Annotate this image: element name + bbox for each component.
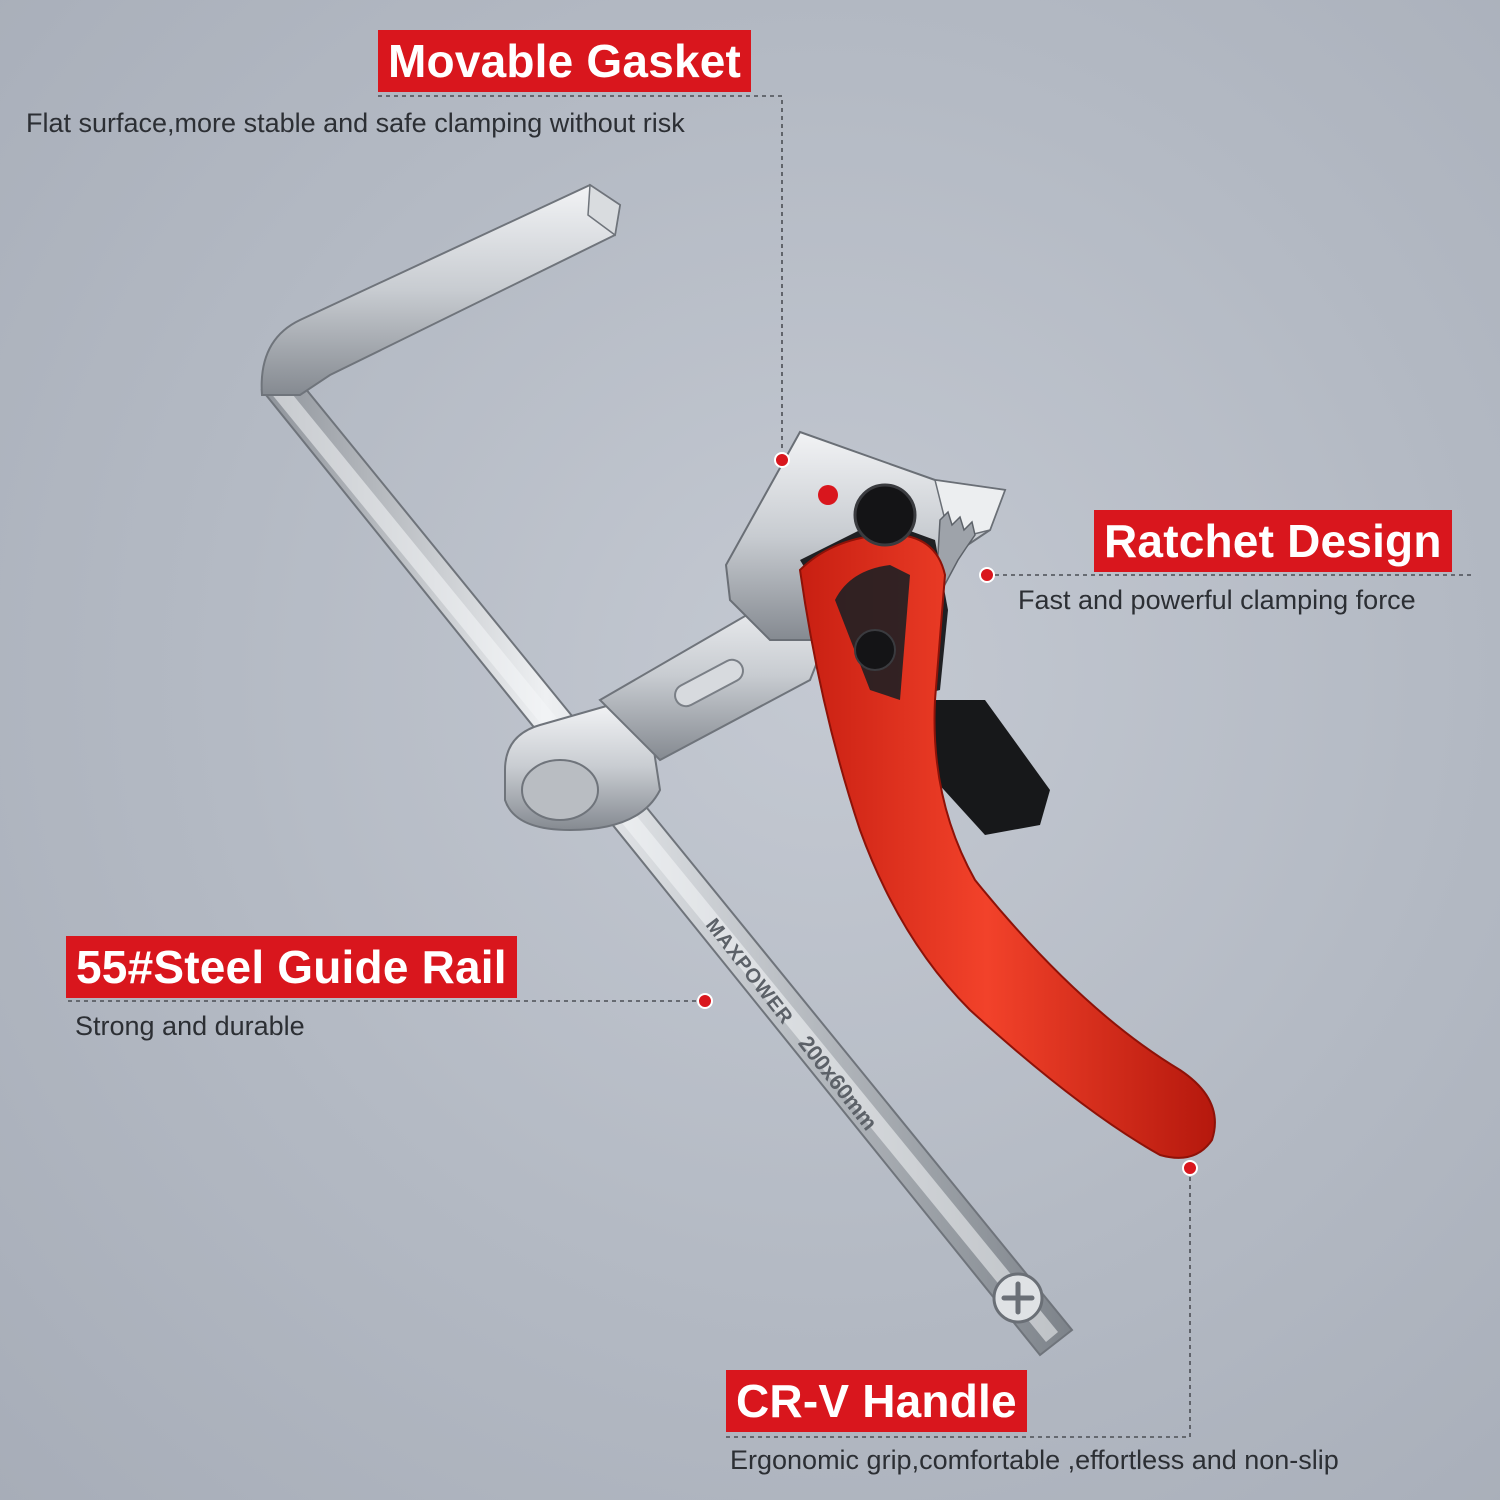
pivot-button-bottom	[854, 629, 896, 671]
black-trigger	[925, 700, 1050, 835]
callout-dots	[697, 452, 1198, 1176]
ratchet-desc: Fast and powerful clamping force	[1018, 585, 1416, 615]
ratchet-title: Ratchet Design	[1094, 510, 1452, 572]
red-handle	[798, 533, 1216, 1159]
handle-desc: Ergonomic grip,comfortable ,effortless a…	[730, 1445, 1339, 1475]
pivot-button-top	[853, 483, 917, 547]
fixed-jaw-arm	[260, 183, 622, 396]
rail-desc: Strong and durable	[75, 1011, 305, 1041]
end-screw-icon	[992, 1272, 1044, 1324]
gasket-title: Movable Gasket	[378, 30, 752, 92]
handle-title: CR-V Handle	[726, 1370, 1027, 1432]
rail-brand-text: MAXPOWER	[701, 915, 797, 1029]
gasket-desc: Flat surface,more stable and safe clampi…	[26, 108, 685, 138]
sliding-collar	[504, 703, 662, 832]
leader-lines	[68, 95, 1472, 1438]
rail-title: 55#Steel Guide Rail	[66, 936, 517, 998]
